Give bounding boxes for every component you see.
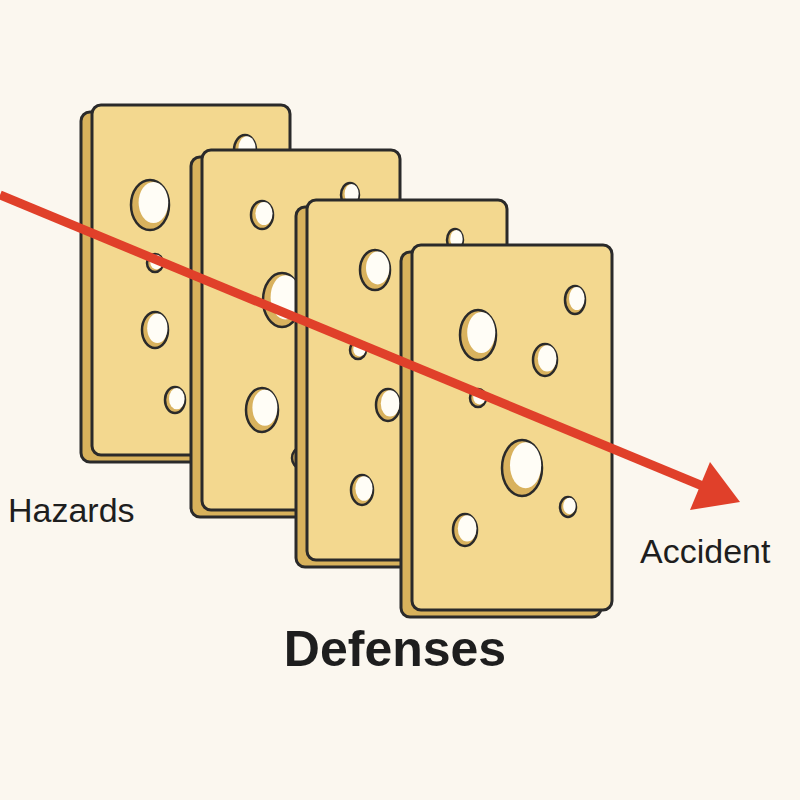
- hole-opening: [563, 498, 575, 514]
- hole-opening: [255, 202, 272, 225]
- hole-opening: [381, 390, 400, 416]
- diagram-label: Accident: [640, 533, 770, 570]
- hole-opening: [458, 515, 477, 541]
- cheese-hole: [165, 387, 185, 413]
- hole-opening: [147, 313, 167, 343]
- diagram-label: Defenses: [284, 622, 506, 677]
- cheese-hole: [351, 475, 373, 505]
- hole-opening: [510, 442, 541, 488]
- slice-face: [412, 245, 612, 610]
- hole-opening: [169, 388, 185, 409]
- cheese-hole: [360, 250, 390, 290]
- cheese-hole: [131, 180, 169, 230]
- cheese-slices: [81, 105, 612, 617]
- cheese-hole: [565, 286, 585, 314]
- hole-opening: [569, 287, 585, 310]
- hazard-arrow: [0, 195, 740, 510]
- hole-opening: [252, 390, 277, 426]
- hole-opening: [355, 476, 372, 501]
- hole-opening: [467, 312, 495, 353]
- cheese-hole: [251, 201, 273, 229]
- cheese-hole: [502, 440, 542, 496]
- cheese-hole: [533, 344, 557, 376]
- hole-opening: [538, 345, 557, 371]
- cheese-hole: [460, 310, 496, 360]
- cheese-hole: [560, 497, 576, 517]
- cheese-hole: [246, 388, 278, 432]
- hole-opening: [366, 252, 389, 285]
- cheese-hole: [142, 312, 168, 348]
- cheese-hole: [453, 514, 477, 546]
- hole-opening: [139, 182, 169, 223]
- cheese-hole: [376, 389, 400, 421]
- diagram-label: Hazards: [8, 492, 135, 529]
